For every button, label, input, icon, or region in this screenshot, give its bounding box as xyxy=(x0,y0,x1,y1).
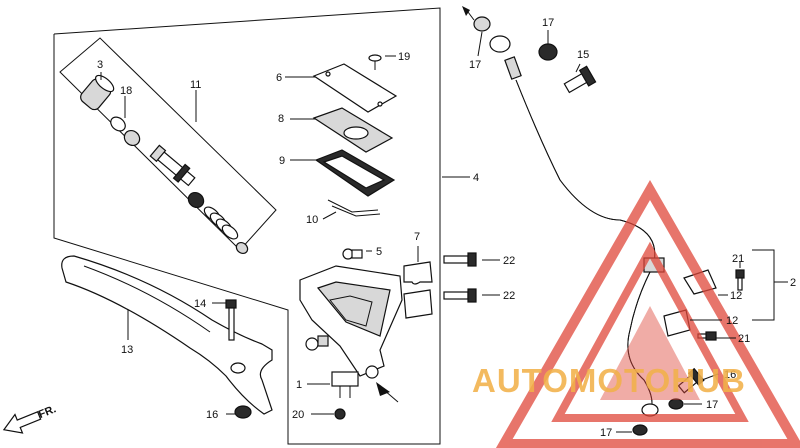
bolt-22-upper xyxy=(443,252,477,267)
callout-16-left: 16 xyxy=(206,409,218,421)
callout-3: 3 xyxy=(97,59,103,71)
spring-part xyxy=(203,206,249,255)
washer-17-bottom xyxy=(632,424,648,436)
callout-4: 4 xyxy=(473,172,479,184)
circlip-part xyxy=(110,116,126,132)
callout-9: 9 xyxy=(279,155,285,167)
callout-1: 1 xyxy=(296,379,302,391)
banjo-bolt-16-lower xyxy=(677,367,705,394)
piston-kit-bracket xyxy=(59,37,277,251)
piston-part xyxy=(149,144,196,187)
callout-2-bracket xyxy=(752,249,775,321)
washer-17-lower-right xyxy=(668,398,684,410)
banjo-fitting-top xyxy=(489,35,511,53)
callout-leaders xyxy=(100,30,788,433)
callout-19: 19 xyxy=(398,51,410,63)
callout-17-right: 17 xyxy=(706,399,718,411)
callout-21-lower: 21 xyxy=(738,333,750,345)
direction-label: FR. xyxy=(37,403,58,421)
callout-17-bottom: 17 xyxy=(600,427,612,439)
triangle-logo-icon xyxy=(495,179,800,448)
brake-switch-part xyxy=(331,371,359,387)
brake-lever-part xyxy=(61,255,273,415)
washer-part xyxy=(123,129,141,147)
boot-part xyxy=(80,74,115,111)
callout-18: 18 xyxy=(120,85,132,97)
callout-12-lower: 12 xyxy=(726,315,738,327)
callout-6: 6 xyxy=(276,72,282,84)
master-cylinder-body xyxy=(299,248,403,420)
callout-20: 20 xyxy=(292,409,304,421)
holder-part xyxy=(403,246,433,319)
bolt-21-upper xyxy=(735,269,745,291)
callout-17-top-right: 17 xyxy=(542,17,554,29)
callout-21-upper: 21 xyxy=(732,253,744,265)
callout-15: 15 xyxy=(577,49,589,61)
cup-seal-part xyxy=(187,191,205,209)
assembly-frame xyxy=(53,7,441,445)
float-part xyxy=(327,199,379,213)
callout-numbers: 3 18 11 6 8 9 10 5 7 19 4 14 13 1 20 16 … xyxy=(97,17,796,439)
reservoir-cap-stack xyxy=(312,54,398,217)
callout-12-upper: 12 xyxy=(730,290,742,302)
cap-5-part xyxy=(342,248,363,260)
callout-8: 8 xyxy=(278,113,284,125)
callout-13: 13 xyxy=(121,344,133,356)
pivot-bolt-part xyxy=(225,299,237,341)
bolt-22-lower xyxy=(443,288,477,303)
callout-5: 5 xyxy=(376,246,382,258)
callout-22-lower: 22 xyxy=(503,290,515,302)
callout-11: 11 xyxy=(190,79,201,91)
callout-10: 10 xyxy=(306,214,318,226)
washer-17-top-right xyxy=(538,43,558,61)
nut-16-part xyxy=(234,405,252,419)
screw-19-part xyxy=(368,54,382,70)
arrow-fr-icon: FR. xyxy=(2,403,58,434)
callout-7: 7 xyxy=(414,231,420,243)
screw-20-part xyxy=(334,408,346,420)
callout-16-right: 16 xyxy=(724,369,736,381)
piston-kit-group xyxy=(59,37,277,255)
assembly-direction-arrows xyxy=(376,6,475,403)
reservoir-cap-part xyxy=(312,63,398,113)
callout-22-upper: 22 xyxy=(503,255,515,267)
callout-17-top-left: 17 xyxy=(469,59,481,71)
washer-17-top-left xyxy=(473,16,491,32)
callout-2: 2 xyxy=(790,277,796,289)
banjo-bolt-15 xyxy=(563,65,597,94)
callout-14: 14 xyxy=(194,298,206,310)
